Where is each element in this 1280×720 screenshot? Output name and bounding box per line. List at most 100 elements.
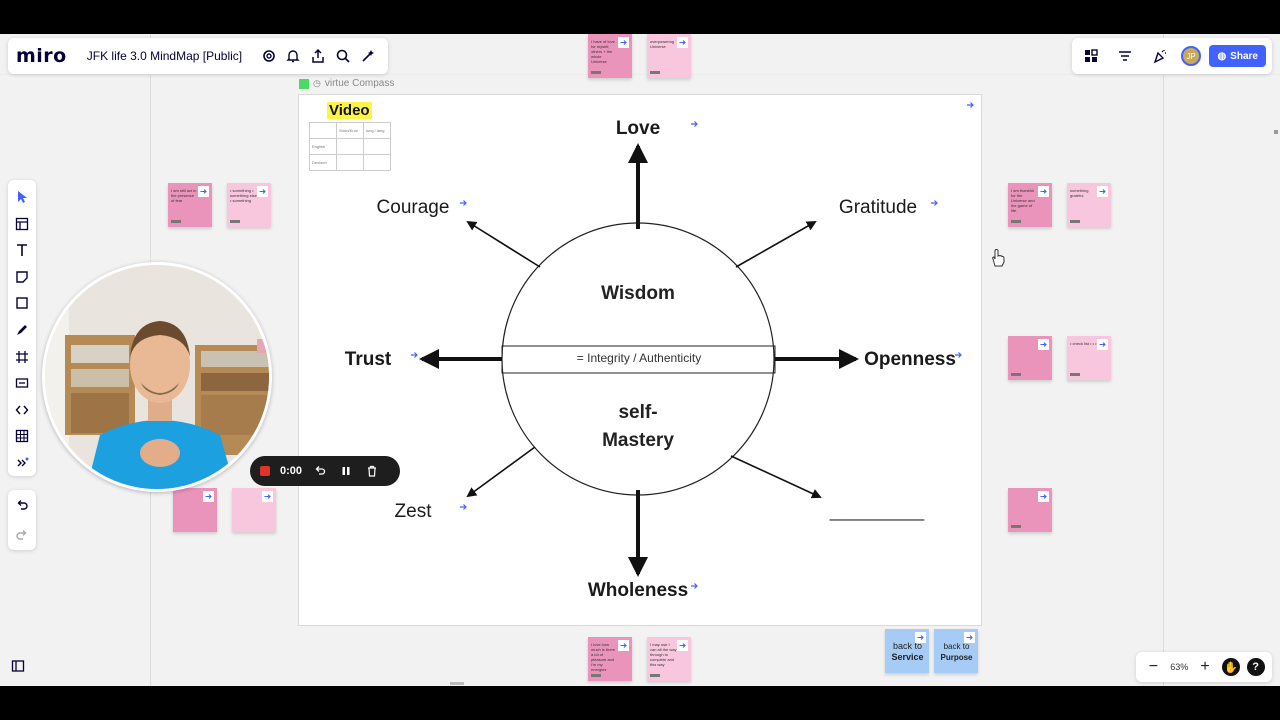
link-arrow-icon[interactable] <box>457 495 469 510</box>
card-tool-icon[interactable] <box>10 370 34 397</box>
word-love[interactable]: Love <box>580 116 698 142</box>
back-to-purpose-sticky[interactable]: back to Purpose <box>934 629 978 673</box>
integrity-label[interactable]: = Integrity / Authenticity <box>576 351 702 365</box>
link-arrow-icon[interactable] <box>928 191 940 206</box>
bell-icon[interactable] <box>281 43 306 69</box>
zest-text: Zest <box>394 501 432 522</box>
undo-icon[interactable] <box>10 492 34 519</box>
templates-icon[interactable] <box>10 211 34 238</box>
mastery-label[interactable]: Mastery <box>602 430 674 451</box>
settings-icon[interactable] <box>256 43 281 69</box>
shape-tool-icon[interactable] <box>10 290 34 317</box>
courage-text: Courage <box>376 197 450 218</box>
word-gratitude[interactable]: Gratitude <box>820 195 938 221</box>
link-arrow-icon[interactable] <box>1038 186 1049 197</box>
sticky-text: back to Service <box>888 641 927 663</box>
presenter-video[interactable] <box>42 262 272 492</box>
share-button[interactable]: ◍ Share <box>1209 45 1266 67</box>
link-arrow-icon[interactable] <box>964 632 975 643</box>
zoom-out-button[interactable]: − <box>1148 658 1159 675</box>
sticky-note[interactable] <box>232 488 276 532</box>
help-button[interactable]: ? <box>1246 658 1265 676</box>
globe-icon: ◍ <box>1217 50 1227 62</box>
magic-icon[interactable] <box>355 43 380 69</box>
sticky-note[interactable]: I am still act in the presence of fear <box>168 183 212 227</box>
scrollbar-handle[interactable] <box>450 682 464 685</box>
video-label[interactable]: Video <box>327 102 372 119</box>
sticky-text: • something • something else • something <box>230 188 257 203</box>
search-icon[interactable] <box>330 43 355 69</box>
record-stop-button[interactable] <box>260 466 270 476</box>
sticky-note[interactable] <box>1008 488 1052 532</box>
link-arrow-icon[interactable] <box>1038 491 1049 502</box>
miro-logo[interactable]: miro <box>16 45 67 67</box>
frame-title: virtue Compass <box>324 78 395 89</box>
apps-icon[interactable] <box>1078 43 1104 69</box>
sticky-note[interactable]: • check list • • • <box>1067 336 1111 380</box>
link-arrow-icon[interactable] <box>203 491 214 502</box>
zoom-in-button[interactable]: + <box>1200 658 1210 675</box>
sticky-note[interactable]: I have of love for myself, others + the … <box>588 34 632 78</box>
link-arrow-icon[interactable] <box>618 37 629 48</box>
link-arrow-icon[interactable] <box>915 632 926 643</box>
more-tools-icon[interactable] <box>10 449 34 476</box>
link-arrow-icon[interactable] <box>964 98 976 111</box>
back-to-service-sticky[interactable]: back to Service <box>885 629 929 673</box>
link-arrow-icon[interactable] <box>952 343 964 358</box>
hand-tool-icon[interactable]: ✋ <box>1221 658 1240 676</box>
word-blank[interactable]: __________ <box>818 499 936 525</box>
link-arrow-icon[interactable] <box>618 640 629 651</box>
sticky-note[interactable]: I may use I can all the way through to c… <box>647 637 691 681</box>
frame-tool-icon[interactable] <box>10 343 34 370</box>
link-arrow-icon[interactable] <box>198 186 209 197</box>
link-arrow-icon[interactable] <box>257 186 268 197</box>
wisdom-label[interactable]: Wisdom <box>601 283 675 304</box>
redo-icon[interactable] <box>10 522 34 549</box>
board-title[interactable]: JFK life 3.0 MindMap [Public] <box>86 49 243 63</box>
link-arrow-icon[interactable] <box>1038 339 1049 350</box>
sticky-note[interactable]: I am thankful for the Universe and the g… <box>1008 183 1052 227</box>
link-arrow-icon[interactable] <box>677 640 688 651</box>
delete-icon[interactable] <box>364 463 380 479</box>
celebrate-icon[interactable] <box>1147 43 1173 69</box>
user-avatar[interactable]: JP <box>1181 46 1202 66</box>
embed-code-icon[interactable] <box>10 396 34 423</box>
link-arrow-icon[interactable] <box>677 37 688 48</box>
link-arrow-icon[interactable] <box>688 574 700 589</box>
link-arrow-icon[interactable] <box>408 343 420 358</box>
sticky-note-icon[interactable] <box>10 264 34 291</box>
table-cell <box>309 122 337 139</box>
link-arrow-icon[interactable] <box>457 191 469 206</box>
link-arrow-icon[interactable] <box>688 112 700 127</box>
link-arrow-icon[interactable] <box>1097 186 1108 197</box>
pause-icon[interactable] <box>338 463 354 479</box>
export-icon[interactable] <box>306 43 331 69</box>
link-arrow-icon[interactable] <box>262 491 273 502</box>
self-label[interactable]: self- <box>618 402 658 423</box>
zoom-level[interactable]: 63% <box>1170 662 1189 672</box>
table-tool-icon[interactable] <box>10 423 34 450</box>
pen-tool-icon[interactable] <box>10 317 34 344</box>
presenter-image <box>45 265 269 489</box>
grid-guide <box>0 74 1280 75</box>
restart-icon[interactable] <box>312 463 328 479</box>
reactions-icon[interactable] <box>1112 43 1138 69</box>
word-openness[interactable]: Openness <box>860 347 962 373</box>
word-wholeness[interactable]: Wholeness <box>580 578 698 604</box>
sidebar-panel-icon[interactable] <box>8 656 28 676</box>
sticky-note[interactable]: I love how much is there a lot of pleasu… <box>588 637 632 681</box>
word-courage[interactable]: Courage <box>361 195 467 221</box>
word-zest[interactable]: Zest <box>361 499 467 525</box>
sticky-note[interactable]: something grateful <box>1067 183 1111 227</box>
sticky-note[interactable]: overpowering Universe <box>647 34 691 78</box>
word-trust[interactable]: Trust <box>320 347 418 373</box>
frame-label[interactable]: ◷ virtue Compass <box>299 78 394 89</box>
link-arrow-icon[interactable] <box>1097 339 1108 350</box>
sticky-note[interactable]: • something • something else • something <box>227 183 271 227</box>
sticky-note[interactable] <box>1008 336 1052 380</box>
sticky-note[interactable] <box>173 488 217 532</box>
purpose-text: Purpose <box>940 653 973 662</box>
text-tool-icon[interactable] <box>10 237 34 264</box>
select-tool-icon[interactable] <box>10 184 34 211</box>
